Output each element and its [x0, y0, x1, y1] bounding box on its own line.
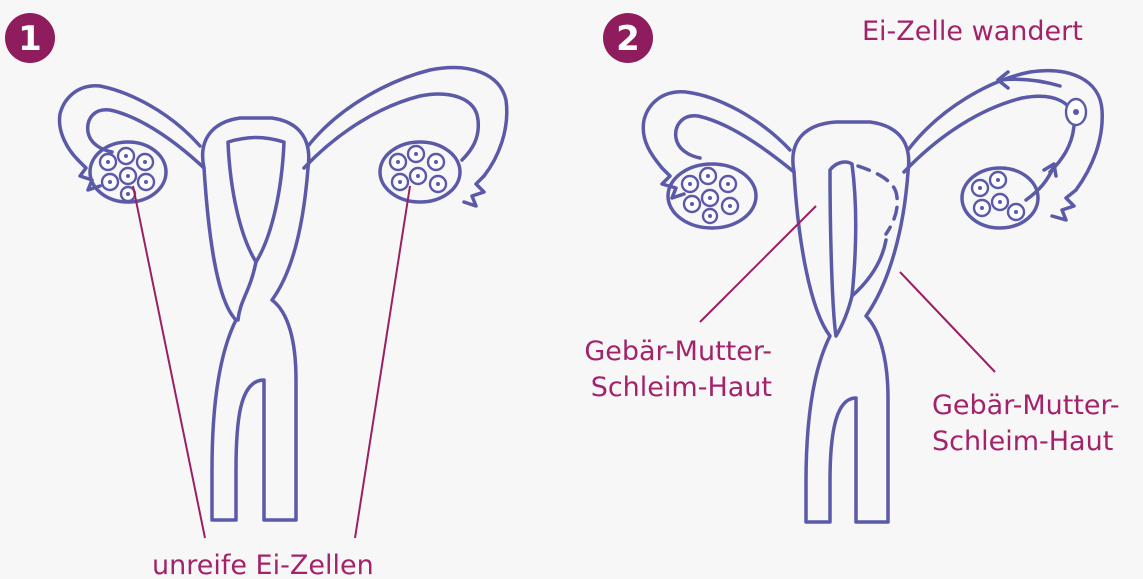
label-unripe-egg-cells: unreife Ei-Zellen	[152, 550, 374, 579]
uterus-1	[59, 68, 506, 520]
right-fimbriae	[464, 176, 484, 206]
uterus-2-cavity	[830, 162, 856, 336]
right-tube-inner-2	[904, 96, 1074, 172]
uterus-1-outer	[203, 118, 309, 520]
migration-arrow-top	[998, 72, 1060, 88]
panel-2: 2	[584, 13, 1119, 522]
panel-1-badge-number: 1	[18, 19, 42, 59]
label-egg-migrates: Ei-Zelle wandert	[862, 16, 1083, 47]
label-lining-left-line1: Gebär-Mutter-	[584, 336, 772, 367]
uterus-1-canal	[238, 262, 256, 320]
leader-left-ovary	[133, 186, 205, 538]
egg-cells-left-2	[682, 168, 738, 223]
label-lining-left-line2: Schleim-Haut	[591, 372, 772, 403]
label-lining-right-line1: Gebär-Mutter-	[932, 390, 1120, 421]
ovary-left-1	[90, 142, 166, 202]
left-tube-outer-2	[643, 92, 790, 168]
leader-right-ovary	[355, 186, 410, 538]
egg-cells-left-1	[100, 148, 154, 201]
uterus-2-outer	[793, 122, 909, 522]
uterus-1-cavity	[228, 138, 284, 263]
ovary-right-1	[380, 142, 460, 202]
leader-lining-right	[900, 272, 995, 372]
panel-1: 1	[5, 13, 507, 579]
label-lining-right-line2: Schleim-Haut	[932, 426, 1113, 457]
right-fimbriae-2	[1052, 190, 1076, 220]
uterus-2-lining-edge	[858, 166, 897, 234]
migrating-egg-cell	[1066, 99, 1086, 125]
egg-cells-right-1	[390, 146, 446, 192]
panel-2-badge-number: 2	[616, 19, 640, 59]
left-tube-inner-2	[676, 116, 794, 172]
panel-2-badge: 2	[603, 13, 653, 63]
egg-cells-right-2	[972, 172, 1024, 220]
leader-lining-left	[700, 206, 816, 322]
panel-1-badge: 1	[5, 13, 55, 63]
